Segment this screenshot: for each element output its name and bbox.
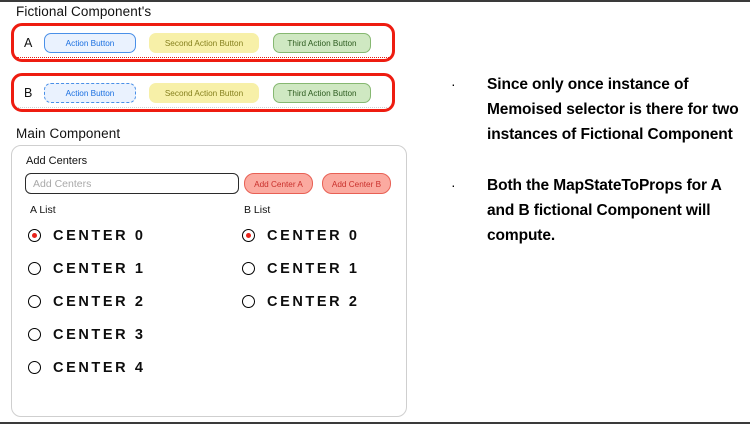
b-list-item[interactable]: CENTER 1	[242, 252, 360, 285]
main-component-title: Main Component	[16, 126, 121, 141]
fictional-component-row-b: B Action Button Second Action Button Thi…	[11, 73, 395, 112]
b-list-item-label: CENTER 1	[267, 260, 360, 277]
b-list-item-label: CENTER 2	[267, 293, 360, 310]
bullet-text: Both the MapStateToProps for A and B fic…	[487, 177, 722, 244]
radio-unchecked-icon[interactable]	[242, 295, 255, 308]
row-b-separator	[17, 107, 389, 108]
radio-checked-icon[interactable]	[28, 229, 41, 242]
row-b-third-action-button[interactable]: Third Action Button	[273, 82, 371, 103]
a-list-header: A List	[30, 204, 56, 216]
radio-unchecked-icon[interactable]	[242, 262, 255, 275]
a-list-item[interactable]: CENTER 4	[28, 351, 146, 384]
row-b-second-action-button[interactable]: Second Action Button	[149, 82, 259, 103]
row-a-content: A Action Button Second Action Button Thi…	[14, 26, 392, 59]
add-centers-label: Add Centers	[26, 155, 88, 167]
bullet-item: · Both the MapStateToProps for A and B fi…	[448, 173, 743, 248]
row-a-action-button[interactable]: Action Button	[44, 32, 136, 53]
a-list-item-label: CENTER 1	[53, 260, 146, 277]
row-b-letter: B	[24, 85, 33, 100]
fictional-component-row-a: A Action Button Second Action Button Thi…	[11, 23, 395, 62]
fictional-components-title: Fictional Component's	[16, 4, 152, 19]
add-centers-input[interactable]	[25, 173, 239, 194]
b-list-item[interactable]: CENTER 2	[242, 285, 360, 318]
a-list-item-label: CENTER 3	[53, 326, 146, 343]
row-a-second-action-button[interactable]: Second Action Button	[149, 32, 259, 53]
bullet-text: Since only once instance of Memoised sel…	[487, 76, 739, 143]
b-list-block: B List CENTER 0 CENTER 1 CENTER 2	[242, 204, 360, 318]
row-a-third-action-button[interactable]: Third Action Button	[273, 32, 371, 53]
left-column: Fictional Component's A Action Button Se…	[0, 2, 425, 422]
bullet-list: · Since only once instance of Memoised se…	[448, 72, 743, 274]
a-list-item[interactable]: CENTER 3	[28, 318, 146, 351]
radio-unchecked-icon[interactable]	[28, 262, 41, 275]
row-b-action-button[interactable]: Action Button	[44, 82, 136, 103]
radio-unchecked-icon[interactable]	[28, 328, 41, 341]
a-list-item[interactable]: CENTER 1	[28, 252, 146, 285]
a-list-item-label: CENTER 0	[53, 227, 146, 244]
row-a-letter: A	[24, 35, 33, 50]
b-list-header: B List	[244, 204, 271, 216]
bullet-dot-icon: ·	[451, 177, 456, 193]
a-list-item[interactable]: CENTER 2	[28, 285, 146, 318]
b-list-item-label: CENTER 0	[267, 227, 360, 244]
bullet-item: · Since only once instance of Memoised se…	[448, 72, 743, 147]
main-component-card: Add Centers Add Center A Add Center B A …	[11, 145, 407, 417]
add-center-a-button[interactable]: Add Center A	[244, 173, 313, 194]
a-list-item[interactable]: CENTER 0	[28, 219, 146, 252]
a-list-item-label: CENTER 2	[53, 293, 146, 310]
b-list-item[interactable]: CENTER 0	[242, 219, 360, 252]
radio-unchecked-icon[interactable]	[28, 295, 41, 308]
b-list-rows: CENTER 0 CENTER 1 CENTER 2	[242, 219, 360, 318]
row-b-content: B Action Button Second Action Button Thi…	[14, 76, 392, 109]
radio-checked-icon[interactable]	[242, 229, 255, 242]
bullet-dot-icon: ·	[451, 76, 456, 92]
a-list-rows: CENTER 0 CENTER 1 CENTER 2 CENTER 3 CENTER 4	[28, 219, 146, 384]
radio-unchecked-icon[interactable]	[28, 361, 41, 374]
add-center-b-button[interactable]: Add Center B	[322, 173, 391, 194]
a-list-item-label: CENTER 4	[53, 359, 146, 376]
row-a-separator	[17, 57, 389, 58]
